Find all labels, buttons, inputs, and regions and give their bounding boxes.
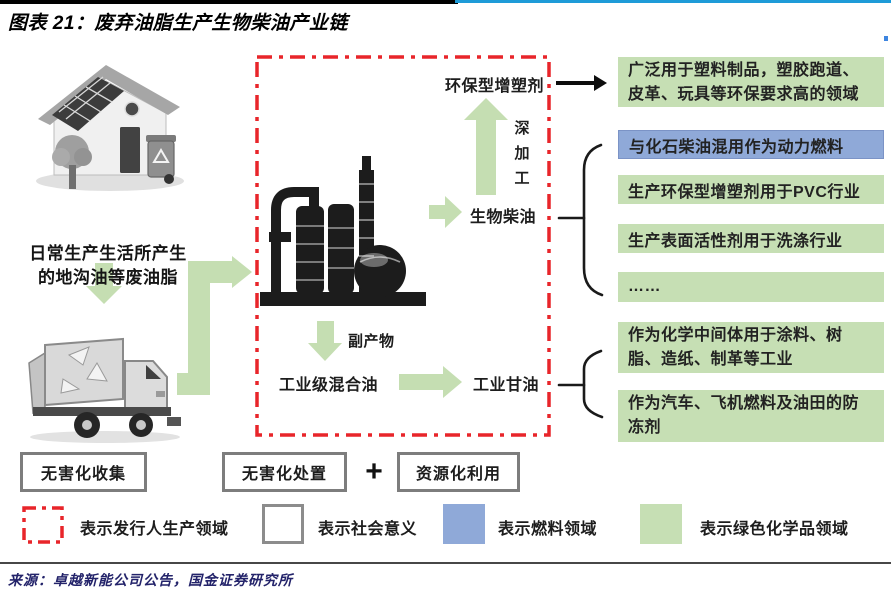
house-with-solar-panels-icon	[36, 65, 184, 191]
legend-green-swatch	[640, 504, 682, 544]
legend-fuel-label: 表示燃料领域	[498, 521, 598, 538]
refinery-plant-icon	[260, 156, 426, 306]
mixed-oil-label: 工业级混合油	[279, 377, 379, 394]
legend-white-swatch	[262, 504, 304, 544]
legend-red-dashed-swatch	[22, 506, 64, 544]
header-accent-line	[455, 0, 891, 3]
house-caption: 日常生产生活所产生的地沟油等废油脂	[29, 244, 187, 287]
legend-blue-swatch	[443, 504, 485, 544]
legend-chemical-label: 表示绿色化学品领域	[700, 521, 849, 538]
legend-social-label: 表示社会意义	[318, 521, 418, 538]
arrow-right-black-icon	[556, 75, 607, 91]
figure-title: 图表 21：废弃油脂生产生物柴油产业链	[8, 13, 348, 34]
legend-issuer-label: 表示发行人生产领域	[80, 521, 229, 538]
resource-box: 资源化利用	[397, 452, 520, 492]
glycerin-label: 工业甘油	[473, 377, 540, 394]
elbow-arrow-head-icon	[232, 256, 252, 288]
arrow-down-byproduct-icon	[308, 321, 342, 361]
use-box-pvc-plasticizer: 生产环保型增塑剂用于PVC行业	[618, 175, 884, 204]
byproduct-label: 副产物	[348, 333, 395, 350]
use-box-surfactant: 生产表面活性剂用于洗涤行业	[618, 224, 884, 253]
disposal-box: 无害化处置	[222, 452, 347, 492]
use-box-chemical-intermediate: 作为化学中间体用于涂料、树脂、造纸、制革等工业	[618, 322, 884, 373]
brace-biodiesel-uses	[557, 143, 604, 297]
arrow-right-biodiesel-icon	[429, 196, 462, 228]
stray-mark	[884, 36, 888, 41]
plus-sign: +	[365, 455, 383, 488]
arrow-up-deep-processing-icon	[464, 98, 508, 195]
brace-glycerin-uses	[557, 349, 604, 419]
use-box-antifreeze: 作为汽车、飞机燃料及油田的防冻剂	[618, 390, 884, 442]
garbage-truck-icon	[28, 337, 181, 443]
arrow-right-glycerin-icon	[399, 366, 462, 398]
use-box-plasticizer-applications: 广泛用于塑料制品，塑胶跑道、皮革、玩具等环保要求高的领域	[618, 57, 884, 107]
collect-box: 无害化收集	[20, 452, 147, 492]
deep-processing-label: 深加工	[514, 120, 530, 187]
biodiesel-label: 生物柴油	[470, 209, 537, 226]
footer-rule	[0, 562, 891, 564]
use-box-fuel-blend: 与化石柴油混用作为动力燃料	[618, 130, 884, 159]
title-top-rule	[0, 0, 458, 4]
plasticizer-label: 环保型增塑剂	[444, 78, 544, 95]
use-box-ellipsis: ……	[618, 272, 884, 302]
source-note: 来源：卓越新能公司公告，国金证券研究所	[8, 572, 293, 588]
